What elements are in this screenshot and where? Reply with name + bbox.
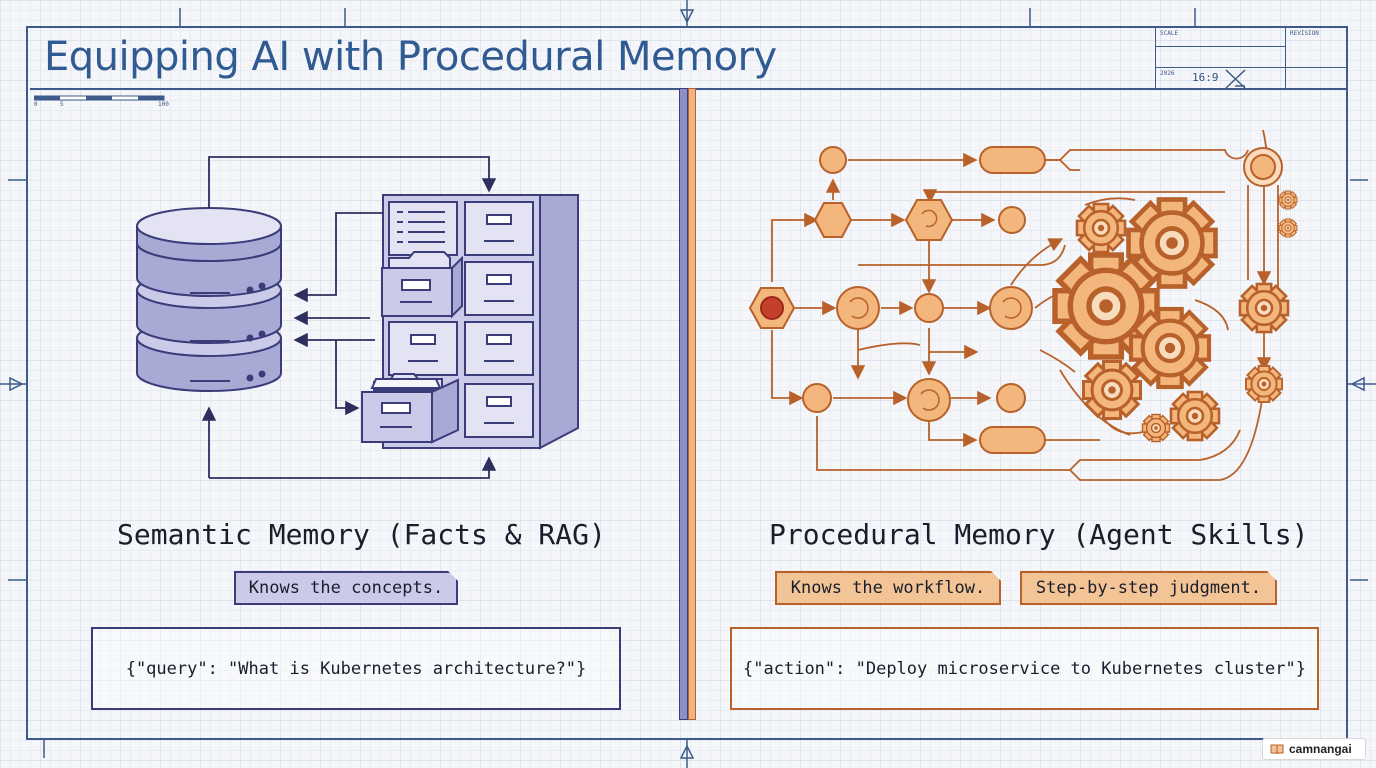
watermark-badge: camnangai <box>1262 738 1366 760</box>
procedural-note-workflow: Knows the workflow. <box>775 571 1001 605</box>
scale-label: 0 <box>34 101 38 108</box>
book-icon <box>1270 744 1284 755</box>
semantic-query-example: {"query": "What is Kubernetes architectu… <box>91 627 621 710</box>
retrieval-arrows <box>201 156 497 479</box>
semantic-note: Knows the concepts. <box>234 571 458 605</box>
decision-node-hexagon <box>904 199 954 241</box>
database-icon <box>136 207 282 392</box>
watermark-text: camnangai <box>1289 742 1352 756</box>
title-block-date-label: 2026 <box>1160 70 1175 77</box>
procedural-action-example: {"action": "Deploy microservice to Kuber… <box>730 627 1319 710</box>
workflow-step-node <box>996 383 1026 413</box>
loop-node <box>907 378 951 422</box>
title-block-rule <box>1155 46 1285 47</box>
outer-frame <box>26 26 1348 740</box>
workflow-step-node <box>914 293 944 323</box>
title-block <box>1155 26 1349 88</box>
workflow-step-node <box>802 383 832 413</box>
procedural-note-judgment: Step-by-step judgment. <box>1020 571 1277 605</box>
procedural-memory-heading: Procedural Memory (Agent Skills) <box>769 518 1309 551</box>
scale-label: 100 <box>158 101 169 108</box>
scale-label: 5 <box>60 101 64 108</box>
workflow-step-pill <box>979 146 1046 174</box>
page-title: Equipping AI with Procedural Memory <box>44 34 777 80</box>
loop-node <box>989 286 1033 330</box>
aspect-ratio-label: 16:9 <box>1192 71 1219 84</box>
title-block-rule <box>1155 67 1348 68</box>
title-block-revision-label: REVISION <box>1290 30 1319 37</box>
title-block-scale-label: SCALE <box>1160 30 1179 37</box>
decision-node-hexagon <box>813 202 853 238</box>
panel-divider-orange <box>688 88 696 720</box>
title-block-rule <box>1285 26 1286 88</box>
workflow-connectors <box>771 129 1279 481</box>
workflow-nodes <box>748 146 1283 454</box>
loop-node <box>836 286 880 330</box>
semantic-memory-heading: Semantic Memory (Facts & RAG) <box>117 518 606 551</box>
workflow-step-node <box>819 146 847 174</box>
file-cabinet-icon <box>361 194 579 450</box>
scale-bar: 0 5 100 <box>33 95 174 115</box>
workflow-step-node <box>998 206 1026 234</box>
panel-divider-purple <box>679 88 688 720</box>
workflow-step-pill <box>979 426 1046 454</box>
